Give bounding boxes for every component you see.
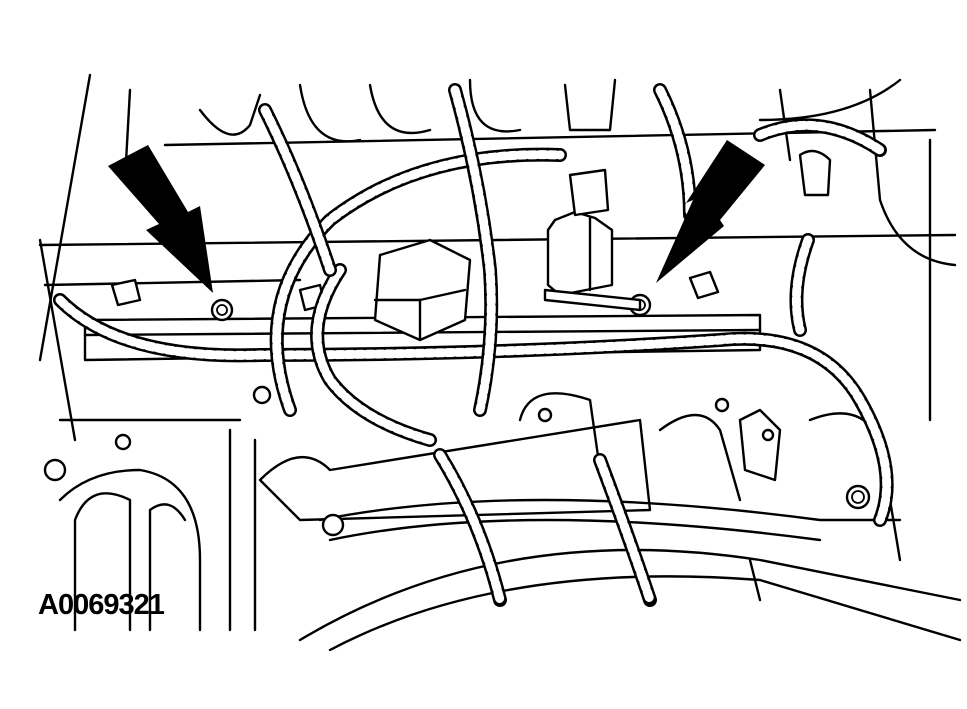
left-arrow-icon	[108, 145, 213, 293]
wiring-harness	[53, 83, 894, 607]
figure-id-label: A0069321	[38, 589, 165, 621]
right-arrow-icon	[656, 140, 765, 283]
